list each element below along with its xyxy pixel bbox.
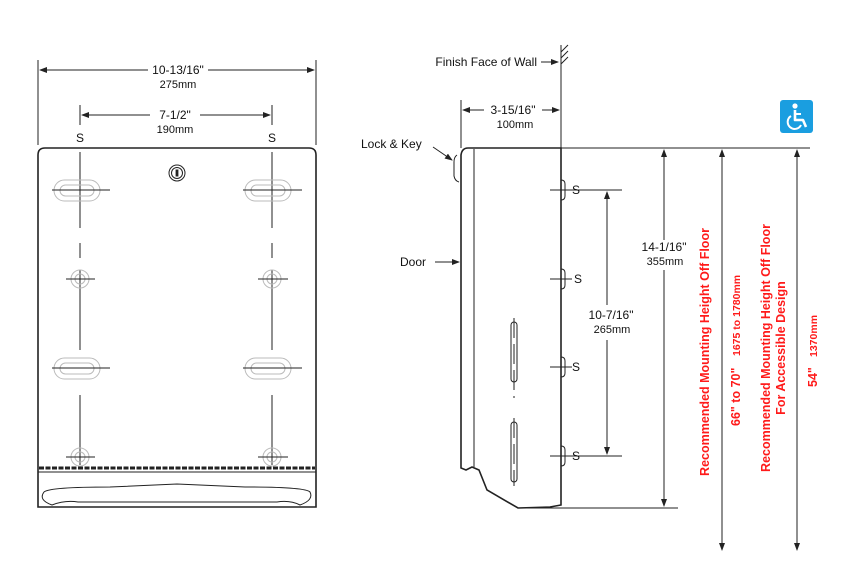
wall-hatch <box>560 44 569 65</box>
screw-label: S <box>572 360 580 374</box>
keyhole <box>175 169 179 177</box>
accessible-height-in: 54" <box>806 367 820 387</box>
depth-in: 3-15/16" <box>491 103 536 117</box>
standard-height-mm: 1675 to 1780mm <box>731 275 743 356</box>
accessible-height-label-2: For Accessible Design <box>774 281 788 415</box>
wheelchair-icon <box>780 100 813 133</box>
lock-icon <box>168 164 186 182</box>
lock-arrow <box>432 146 453 161</box>
wall-label: Finish Face of Wall <box>435 55 537 69</box>
screw-spacing-mm: 265mm <box>594 324 631 336</box>
lock-core <box>171 167 183 179</box>
standard-height-value: 66" to 70" 1675 to 1780mm <box>729 275 743 426</box>
centerlines <box>79 152 273 465</box>
mounting-heights: Recommended Mounting Height Off Floor 66… <box>698 100 820 551</box>
towel-opening <box>41 483 312 506</box>
side-view: Finish Face of Wall 3-15/16" 100mm Lock … <box>361 44 810 509</box>
dispenser-side-body <box>460 147 562 509</box>
accessible-height-mm: 1370mm <box>808 315 820 357</box>
depth-mm: 100mm <box>497 119 534 131</box>
mounting-slots <box>52 179 302 467</box>
height-mm: 355mm <box>647 256 684 268</box>
screw-label: S <box>574 272 582 286</box>
screw-label: S <box>572 449 580 463</box>
overall-width-in: 10-13/16" <box>152 63 204 77</box>
lock-key-label: Lock & Key <box>361 137 422 151</box>
standard-height-label: Recommended Mounting Height Off Floor <box>698 228 712 476</box>
front-view: 10-13/16" 275mm 7-1/2" 190mm S S <box>37 60 317 508</box>
height-in: 14-1/16" <box>642 240 687 254</box>
mount-spacing-mm: 190mm <box>157 124 194 136</box>
accessible-height-label: Recommended Mounting Height Off Floor <box>759 224 773 472</box>
accessible-height-value: 54" 1370mm <box>806 315 820 387</box>
standard-height-in: 66" to 70" <box>729 368 743 426</box>
overall-width-mm: 275mm <box>160 79 197 91</box>
screw-marks <box>550 179 622 467</box>
lock-side <box>453 154 460 183</box>
door-label: Door <box>400 255 426 269</box>
dispenser-front-body <box>37 147 317 508</box>
mount-spacing-in: 7-1/2" <box>159 108 191 122</box>
screw-spacing-in: 10-7/16" <box>589 308 634 322</box>
screw-label: S <box>572 183 580 197</box>
screw-label: S <box>76 131 84 145</box>
screw-label: S <box>268 131 276 145</box>
